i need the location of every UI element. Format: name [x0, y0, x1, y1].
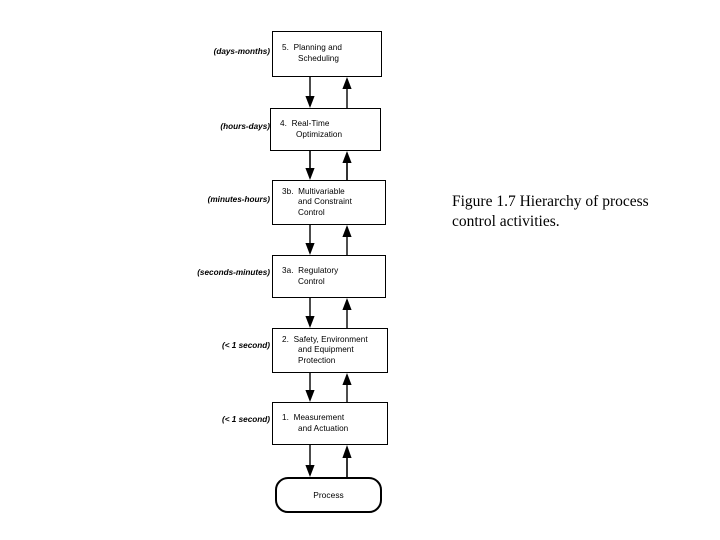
timescale-label-level-1: (< 1 second) — [221, 415, 270, 424]
hierarchy-diagram: (days-months) (hours-days) (minutes-hour… — [197, 31, 388, 513]
node-level-2-line-3: Protection — [298, 355, 336, 365]
timescale-label-level-2: (< 1 second) — [221, 341, 270, 350]
timescale-label-level-3a: (seconds-minutes) — [197, 268, 270, 277]
arrow-down-level4-to-level3b — [304, 151, 316, 180]
node-level-3a[interactable]: 3a. Regulatory Control — [272, 255, 386, 298]
node-level-3b-line-3: Control — [298, 207, 325, 217]
arrow-down-level5-to-level4 — [304, 77, 316, 108]
node-level-3a-line-2: Control — [298, 276, 325, 286]
arrow-down-level2-to-level1 — [304, 373, 316, 402]
arrow-up-level2-to-level3a — [341, 298, 353, 328]
node-level-2[interactable]: 2. Safety, Environment and Equipment Pro… — [272, 328, 388, 373]
arrow-down-level1-to-process — [304, 445, 316, 477]
node-level-3b-line-1: 3b. Multivariable — [282, 186, 345, 196]
figure-caption: Figure 1.7 Hierarchy of process control … — [452, 193, 649, 230]
node-level-5-line-2: Scheduling — [298, 54, 340, 63]
timescale-label-level-5: (days-months) — [213, 47, 270, 56]
timescale-label-level-3b: (minutes-hours) — [207, 195, 270, 204]
node-level-4-line-1: 4. Real-Time — [280, 118, 330, 128]
timescale-label-level-4: (hours-days) — [220, 122, 270, 131]
node-level-2-line-1: 2. Safety, Environment — [282, 334, 368, 344]
node-level-4[interactable]: 4. Real-Time Optimization — [270, 108, 381, 151]
node-level-3b[interactable]: 3b. Multivariable and Constraint Control — [272, 180, 386, 225]
arrow-up-level3b-to-level4 — [341, 151, 353, 180]
arrow-up-level3a-to-level3b — [341, 225, 353, 255]
node-level-3b-line-2: and Constraint — [298, 197, 352, 207]
node-level-3a-line-1: 3a. Regulatory — [282, 265, 339, 275]
node-level-1[interactable]: 1. Measurement and Actuation — [272, 402, 388, 445]
arrow-up-level1-to-level2 — [341, 373, 353, 402]
node-process-label: Process — [313, 489, 344, 500]
arrow-up-level4-to-level5 — [341, 77, 353, 108]
node-level-5[interactable]: 5. Planning and Scheduling — [272, 31, 382, 77]
arrow-down-level3b-to-level3a — [304, 225, 316, 255]
node-level-2-line-2: and Equipment — [298, 345, 354, 355]
node-process[interactable]: Process — [275, 477, 382, 513]
node-level-5-line-1: 5. Planning and — [282, 43, 342, 53]
node-level-4-line-2: Optimization — [296, 129, 343, 139]
arrow-up-process-to-level1 — [341, 445, 353, 477]
arrow-down-level3a-to-level2 — [304, 298, 316, 328]
node-level-1-line-2: and Actuation — [298, 423, 349, 433]
node-level-1-line-1: 1. Measurement — [282, 412, 345, 422]
